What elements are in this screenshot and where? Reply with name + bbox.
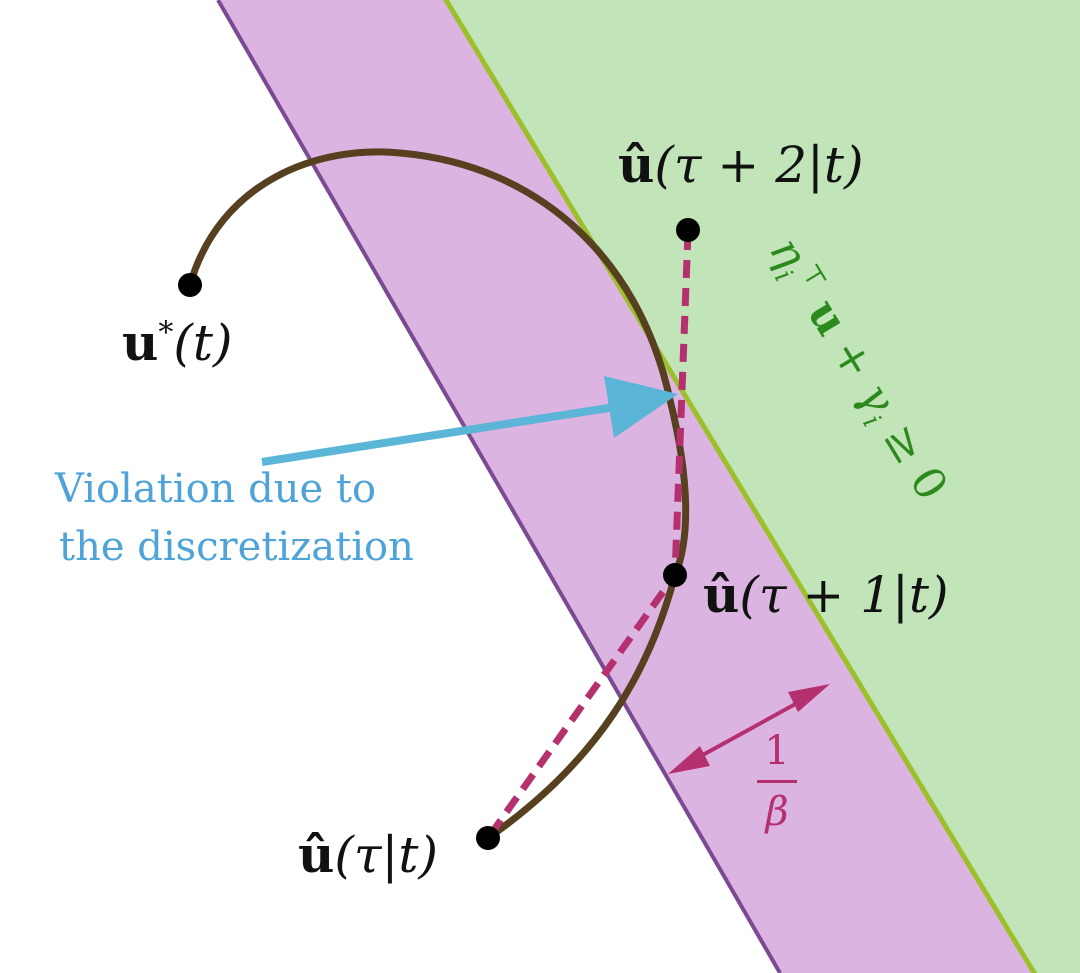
label-u-star: u*(t) xyxy=(122,313,233,372)
point-icon xyxy=(178,273,202,297)
violation-annotation-line1: Violation due to xyxy=(55,466,377,512)
fraction-bar xyxy=(757,780,797,783)
label-u-hat-tau: û(τ|t) xyxy=(298,825,438,884)
label-u-hat-tau-plus-2: û(τ + 2|t) xyxy=(618,135,864,194)
continuous-trajectory xyxy=(186,148,690,842)
point-icon xyxy=(663,563,687,587)
violation-annotation-line2: the discretization xyxy=(59,524,414,570)
point-icon xyxy=(476,826,500,850)
margin-label: 1 β xyxy=(757,728,797,835)
double-arrow-icon xyxy=(668,684,830,774)
arrow-icon xyxy=(604,376,678,438)
margin-band xyxy=(218,0,1033,973)
label-u-hat-tau-plus-1: û(τ + 1|t) xyxy=(703,565,949,624)
margin-label-denominator: β xyxy=(765,789,789,835)
violation-annotation: Violation due to the discretization xyxy=(55,460,414,576)
feasible-region xyxy=(445,0,1080,973)
margin-label-numerator: 1 xyxy=(764,728,790,774)
feasible-boundary-line xyxy=(443,0,1038,973)
violation-arrow-shaft xyxy=(261,403,616,466)
point-icon xyxy=(676,218,700,242)
